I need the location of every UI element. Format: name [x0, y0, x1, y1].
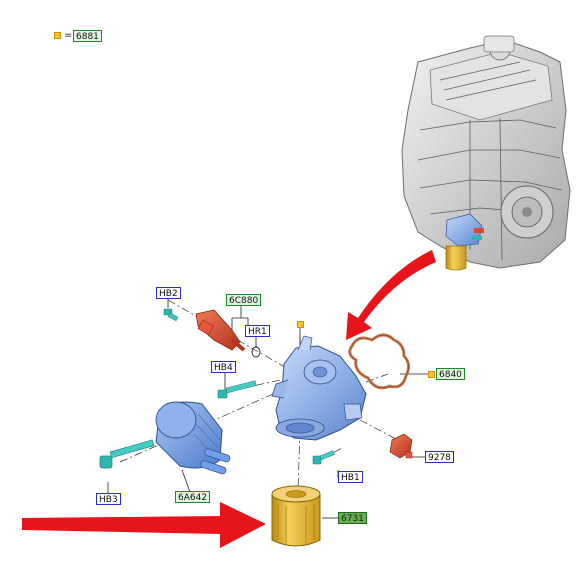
- legend-code-label: 6881: [73, 30, 102, 42]
- curved-arrow: [346, 250, 436, 340]
- bolt-hb3: [99, 439, 155, 469]
- oil-cooler: [155, 401, 231, 475]
- callout-6840: 6840: [436, 368, 465, 380]
- straight-arrow: [22, 502, 266, 548]
- engine-block-image: [401, 35, 571, 271]
- callout-hb4: HB4: [211, 361, 236, 373]
- oil-filter-housing: [271, 335, 367, 441]
- oil-temp-sensor: [389, 433, 413, 459]
- callout-hb1: HB1: [338, 471, 363, 483]
- legend-marker-square: [54, 32, 61, 39]
- callout-hb2: HB2: [156, 287, 181, 299]
- callout-hr1: HR1: [245, 325, 270, 337]
- o-ring-hr1: [251, 346, 261, 358]
- oil-pressure-sensor: [195, 309, 246, 352]
- callout-hb3: HB3: [96, 493, 121, 505]
- gasket-marker-square: [428, 371, 435, 378]
- callout-9278: 9278: [425, 451, 454, 463]
- callout-6c880: 6C880: [226, 294, 262, 306]
- legend-equals: =: [64, 30, 73, 41]
- housing-marker-square: [297, 321, 304, 328]
- bolt-hb2: [163, 308, 179, 322]
- bolt-hb4: [217, 380, 257, 399]
- callout-6a642: 6A642: [175, 491, 211, 503]
- callout-6731: 6731: [338, 512, 367, 524]
- oil-filter: [271, 485, 321, 547]
- bolt-hb1: [312, 450, 335, 465]
